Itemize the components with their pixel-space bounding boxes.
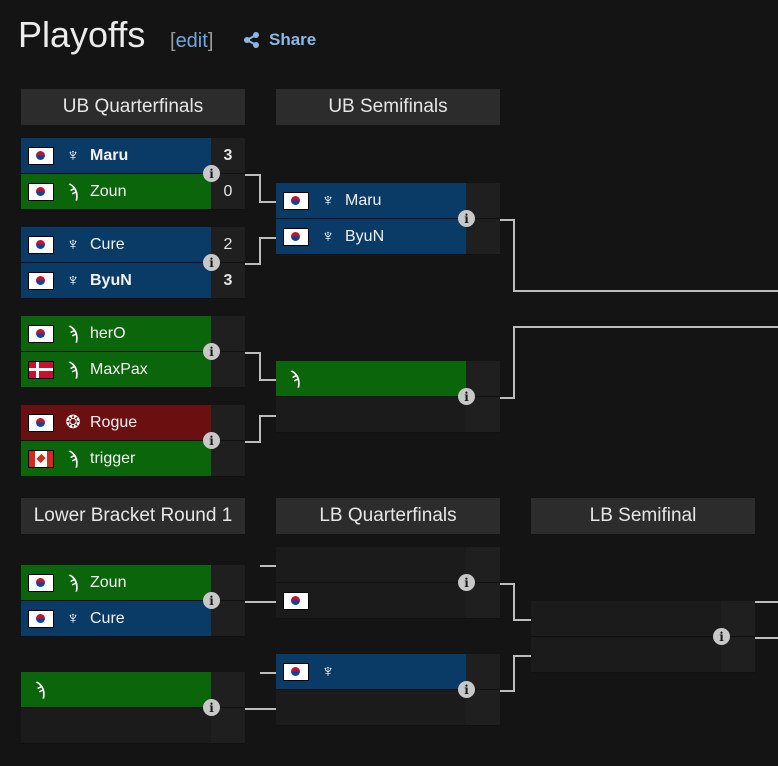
info-icon[interactable]: i — [203, 432, 220, 449]
kr-flag-icon — [28, 146, 54, 165]
kr-flag-icon — [28, 235, 54, 254]
player-name: Zoun — [90, 573, 127, 591]
terran-icon: ♆ — [66, 608, 80, 628]
protoss-icon: ϡ — [289, 368, 301, 388]
kr-flag-icon — [28, 609, 54, 628]
edit-link-wrapper: [edit] — [170, 30, 214, 52]
page-title: Playoffs — [18, 14, 146, 55]
terran-icon: ♆ — [321, 190, 335, 210]
ca-flag-icon — [28, 449, 54, 468]
kr-flag-icon — [283, 227, 309, 246]
match-row[interactable]: ♆ByuN 3 — [21, 263, 245, 299]
player-name: Cure — [90, 235, 125, 253]
zerg-icon: ❂ — [65, 412, 81, 432]
share-button[interactable]: Share — [243, 30, 316, 50]
terran-icon: ♆ — [66, 270, 80, 290]
match-lbqf2: ♆ i — [276, 654, 500, 726]
protoss-icon: ϡ — [34, 679, 46, 699]
info-icon[interactable]: i — [458, 681, 475, 698]
kr-flag-icon — [283, 662, 309, 681]
info-icon[interactable]: i — [203, 254, 220, 271]
player-name: Maru — [345, 191, 382, 209]
protoss-icon: ϡ — [67, 572, 79, 592]
match-row[interactable]: ϡ Zoun 0 — [21, 174, 245, 210]
kr-flag-icon — [283, 191, 309, 210]
dk-flag-icon — [28, 360, 54, 379]
match-lbsf: i — [531, 601, 755, 673]
share-label: Share — [269, 30, 317, 49]
terran-icon: ♆ — [321, 661, 335, 681]
match-row[interactable]: ϡ — [21, 672, 245, 708]
match-row[interactable]: ♆ — [276, 654, 500, 690]
match-ubqf2: ♆Cure 2 ♆ByuN 3 i — [21, 227, 245, 299]
header-ub-quarterfinals: UB Quarterfinals — [21, 89, 245, 125]
edit-link[interactable]: edit — [175, 30, 208, 52]
info-icon[interactable]: i — [203, 343, 220, 360]
kr-flag-icon — [28, 413, 54, 432]
match-row-empty[interactable] — [531, 637, 755, 673]
info-icon[interactable]: i — [458, 210, 475, 227]
match-row[interactable]: ϡ trigger — [21, 441, 245, 477]
match-row[interactable]: ϡ MaxPax — [21, 352, 245, 388]
terran-icon: ♆ — [66, 234, 80, 254]
player-name: Cure — [90, 609, 125, 627]
score: 0 — [211, 174, 245, 209]
player-name: ByuN — [345, 227, 385, 245]
player-name: trigger — [90, 449, 136, 467]
header-ub-semifinals: UB Semifinals — [276, 89, 500, 125]
info-icon[interactable]: i — [203, 165, 220, 182]
match-row-empty[interactable] — [276, 397, 500, 433]
info-icon[interactable]: i — [458, 574, 475, 591]
protoss-icon: ϡ — [67, 359, 79, 379]
match-ubsf1: ♆ Maru ♆ ByuN i — [276, 183, 500, 255]
kr-flag-icon — [28, 573, 54, 592]
terran-icon: ♆ — [321, 226, 335, 246]
header-lb-quarterfinals: LB Quarterfinals — [276, 498, 500, 534]
player-name: Rogue — [90, 413, 138, 431]
player-name: Maru — [90, 146, 129, 164]
header-lb-semifinal: LB Semifinal — [531, 498, 755, 534]
protoss-icon: ϡ — [67, 448, 79, 468]
protoss-icon: ϡ — [67, 181, 79, 201]
header-lb-round1: Lower Bracket Round 1 — [21, 498, 245, 534]
kr-flag-icon — [28, 182, 54, 201]
info-icon[interactable]: i — [458, 388, 475, 405]
match-ubqf4: ❂ Rogue ϡ trigger i — [21, 405, 245, 477]
info-icon[interactable]: i — [203, 592, 220, 609]
match-ubsf2: ϡ i — [276, 361, 500, 433]
player-name: herO — [90, 324, 126, 342]
player-name: MaxPax — [90, 360, 148, 378]
match-row[interactable]: ♆ ByuN — [276, 219, 500, 255]
kr-flag-icon — [28, 271, 54, 290]
match-lbr1a: ϡ Zoun ♆ Cure i — [21, 565, 245, 637]
info-icon[interactable]: i — [713, 628, 730, 645]
match-row[interactable]: ϡ — [276, 361, 500, 397]
player-name: ByuN — [90, 271, 132, 289]
kr-flag-icon — [283, 591, 309, 610]
kr-flag-icon — [28, 324, 54, 343]
player-name: Zoun — [90, 182, 127, 200]
share-icon — [244, 32, 259, 48]
info-icon[interactable]: i — [203, 699, 220, 716]
terran-icon: ♆ — [66, 145, 80, 165]
match-lbr1b: ϡ i — [21, 672, 245, 744]
protoss-icon: ϡ — [67, 323, 79, 343]
match-lbqf1: i — [276, 547, 500, 619]
